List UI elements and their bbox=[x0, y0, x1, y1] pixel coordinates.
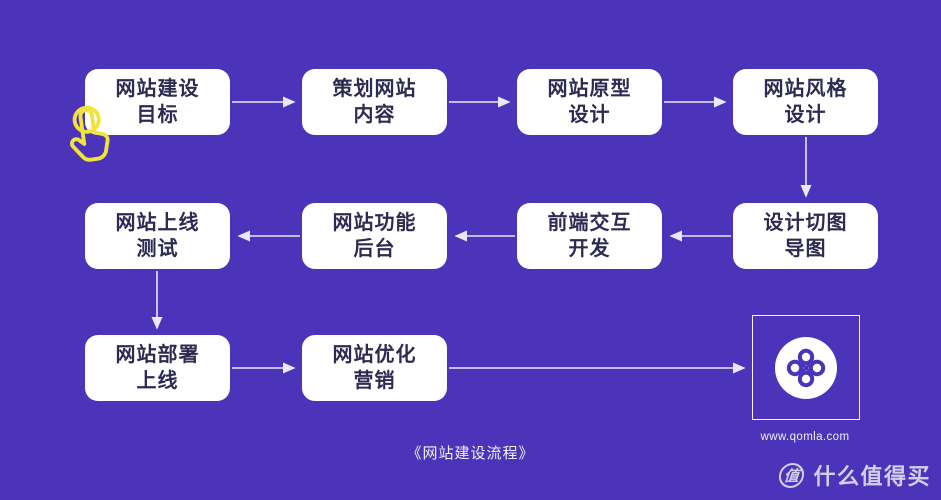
tap-hand-icon bbox=[70, 105, 110, 162]
smzdm-badge-icon: 值 bbox=[778, 462, 806, 488]
qomla-clover-logo-icon bbox=[775, 336, 837, 399]
brand-logo-box bbox=[752, 315, 860, 420]
flow-node-content-planning: 策划网站 内容 bbox=[302, 69, 447, 135]
smzdm-watermark: 值 什么值得买 bbox=[778, 459, 931, 491]
flow-node-design-slicing: 设计切图 导图 bbox=[733, 203, 878, 269]
smzdm-watermark-text: 什么值得买 bbox=[813, 464, 931, 489]
brand-website-url: www.qomla.com bbox=[760, 431, 850, 443]
flow-node-deployment: 网站部署 上线 bbox=[85, 335, 230, 401]
flow-node-style-design: 网站风格 设计 bbox=[733, 69, 878, 135]
flow-node-prototype-design: 网站原型 设计 bbox=[517, 69, 662, 135]
diagram-caption: 《网站建设流程》 bbox=[406, 445, 535, 462]
flow-node-backend-features: 网站功能 后台 bbox=[302, 203, 447, 269]
flow-node-site-goal: 网站建设 目标 bbox=[85, 69, 230, 135]
flow-node-frontend-dev: 前端交互 开发 bbox=[517, 203, 662, 269]
flow-node-optimization-marketing: 网站优化 营销 bbox=[302, 335, 447, 401]
flow-node-launch-testing: 网站上线 测试 bbox=[85, 203, 230, 269]
